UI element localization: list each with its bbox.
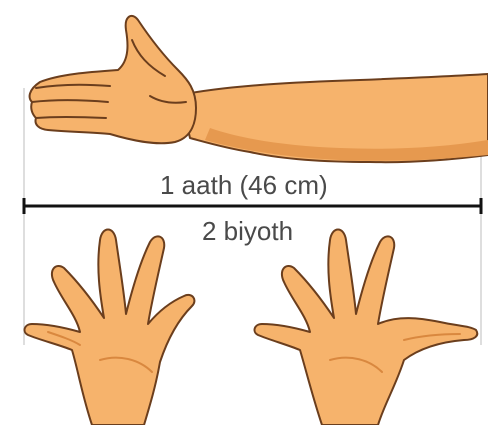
measurement-label-biyoth: 2 biyoth — [202, 218, 293, 244]
right-hand-illustration — [255, 230, 478, 425]
measurement-line — [24, 198, 481, 214]
measurement-label-aath: 1 aath (46 cm) — [160, 172, 328, 198]
arm-illustration — [30, 16, 488, 162]
left-hand-illustration — [25, 230, 195, 425]
